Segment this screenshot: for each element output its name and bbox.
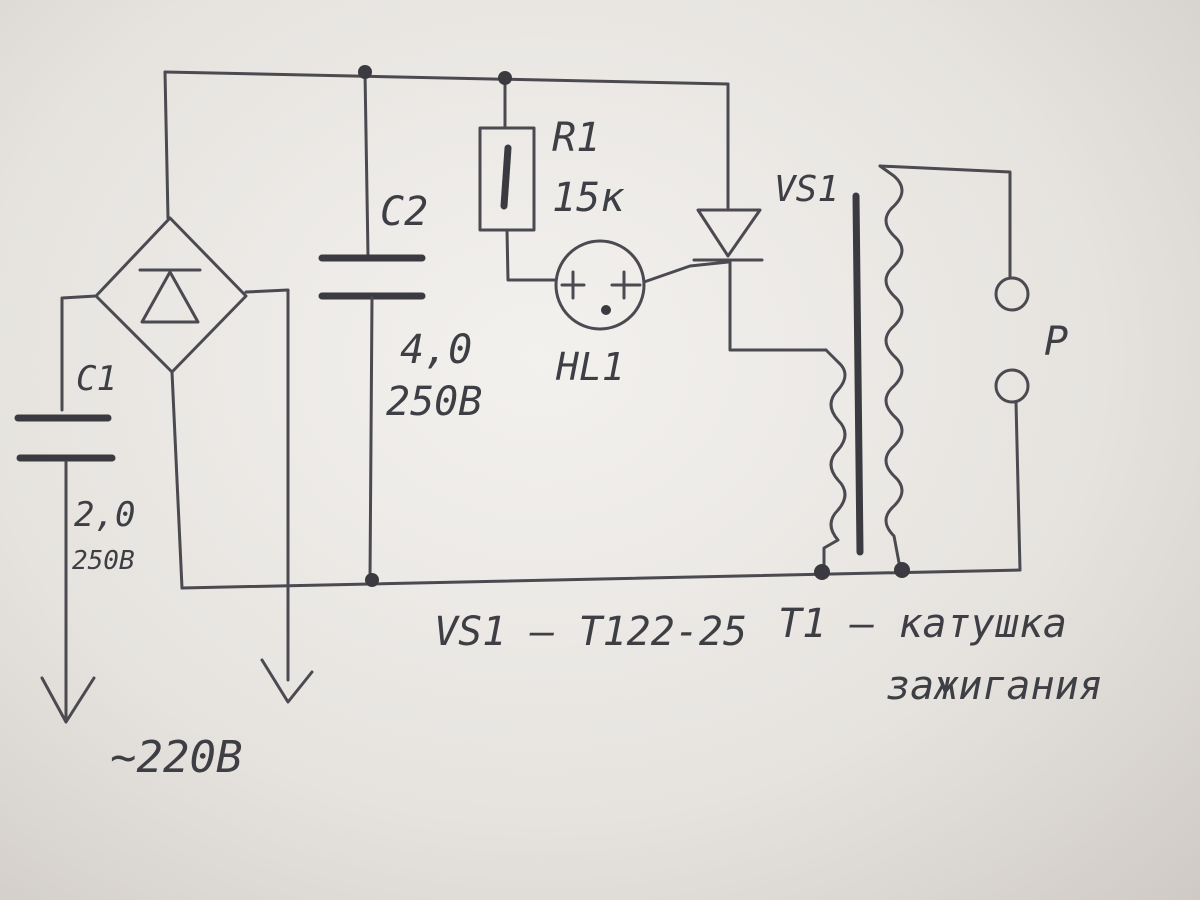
label-c1-value: 2,0 [74,495,136,535]
label-r1: R1 [552,115,601,161]
coil-t1-core [852,192,864,556]
junction-top-c2 [358,65,372,79]
spark-gap-top-electrode [994,276,1030,312]
junction-bottom-c2 [365,573,379,587]
coil-t1-primary [822,348,847,570]
wire-top-rail [163,70,730,86]
wire-spark-gap-return [1014,400,1022,572]
wire-bridge-left [60,294,98,412]
note-t1-line1: T1 – катушка [778,601,1067,647]
spark-gap-bottom-electrode [994,368,1030,404]
wire-bridge-right [244,288,290,682]
mains-arrow-left [40,676,96,724]
label-c2-voltage: 250В [386,379,483,425]
label-vs1: VS1 [774,169,840,210]
lamp-hl1 [554,239,646,331]
label-c1-voltage: 250В [72,546,135,576]
wire-bridge-bottom [170,370,184,590]
coil-t1-secondary [878,164,904,570]
thyristor-vs1 [692,208,764,262]
note-vs1: VS1 – T122-25 [434,609,748,655]
wire-c2-top [363,70,370,258]
note-t1-line2: зажигания [886,663,1103,709]
diode-bridge-symbol [138,268,202,324]
diode-bridge [94,216,248,374]
label-hl1: HL1 [556,345,625,389]
resistor-r1-mark [500,144,512,210]
wire-c2-bottom [368,296,374,582]
lamp-hl1-electrodes [560,270,642,300]
junction-bottom-primary [814,564,830,580]
junction-bottom-secondary [894,562,910,578]
label-p: P [1044,319,1069,365]
label-mains: ~220В [110,732,243,783]
wire-secondary-out [878,164,1012,280]
label-c1: C1 [76,359,117,399]
wire-bridge-top [163,70,170,220]
wire-bottom-rail [180,568,1022,590]
mains-arrow-right [260,658,314,704]
label-r1-value: 15к [552,175,625,221]
junction-top-r1 [498,71,512,85]
lamp-hl1-dot [601,305,611,315]
wire-lamp-to-gate [642,260,730,284]
label-c2-value: 4,0 [400,327,473,373]
label-c2: C2 [380,189,429,235]
wire-vs1-cathode [728,258,828,352]
wire-r1-down [505,228,558,282]
